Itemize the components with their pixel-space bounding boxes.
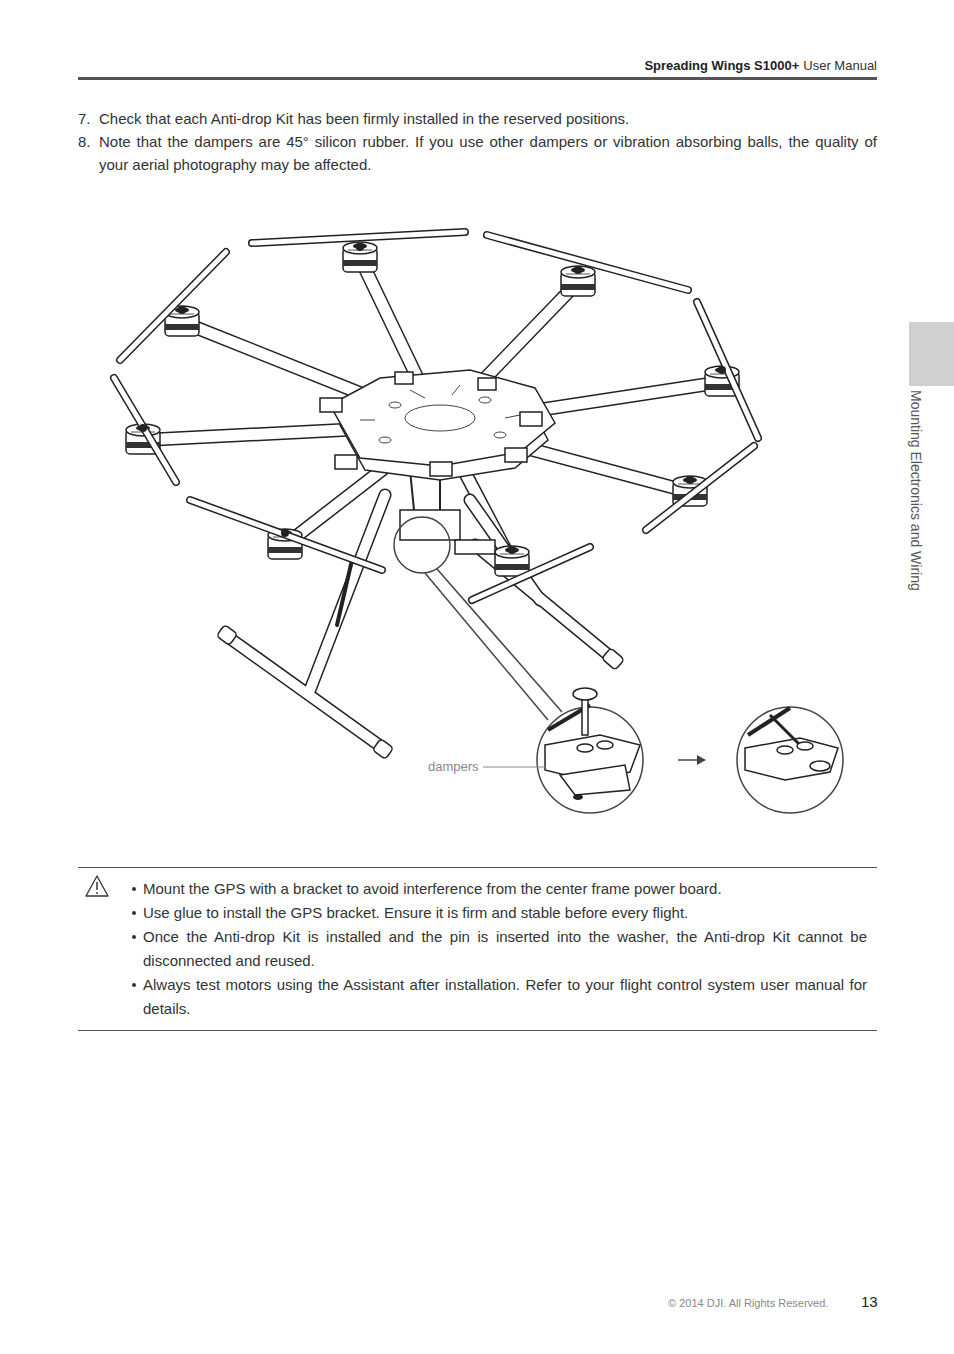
- manual-subtitle: User Manual: [803, 58, 877, 74]
- part-label: dampers: [428, 759, 479, 775]
- warning-note: Always test motors using the Assistant a…: [143, 973, 867, 1021]
- manual-title: Spreading Wings S1000+: [644, 58, 799, 74]
- warning-section: [78, 868, 877, 1031]
- page-number-box: 13: [861, 1293, 878, 1311]
- step-number-box: 7.: [78, 107, 100, 130]
- step-text-box: Note that the dampers are 45° silicon ru…: [99, 130, 877, 176]
- part-label-box: dampers: [428, 759, 479, 775]
- warning-note-box: Mount the GPS with a bracket to avoid in…: [143, 877, 867, 901]
- running-header: Spreading Wings S1000+User Manual: [644, 58, 877, 74]
- warning-note: Once the Anti-drop Kit is installed and …: [143, 925, 867, 973]
- copyright-box: © 2014 DJI. All Rights Reserved.: [668, 1296, 828, 1310]
- warning-note-box: Use glue to install the GPS bracket. Ens…: [143, 901, 867, 925]
- section-tab: [909, 322, 954, 386]
- warning-note-box: Once the Anti-drop Kit is installed and …: [143, 925, 867, 973]
- warning-note: Use glue to install the GPS bracket. Ens…: [143, 901, 867, 925]
- detail-before: [537, 688, 643, 813]
- step-number-box: 8.: [78, 130, 100, 153]
- warning-note-box: Always test motors using the Assistant a…: [143, 973, 867, 1021]
- center-frame: [320, 370, 555, 480]
- warning-note: Mount the GPS with a bracket to avoid in…: [143, 877, 867, 901]
- detail-arrow: [678, 755, 706, 765]
- step-text: Check that each Anti-drop Kit has been f…: [99, 107, 877, 130]
- step-text-box: Check that each Anti-drop Kit has been f…: [99, 107, 877, 130]
- step-number: 8.: [78, 130, 100, 153]
- step-text: Note that the dampers are 45° silicon ru…: [99, 130, 877, 176]
- section-tab-label-box: Mounting Electronics and Wiring: [796, 501, 954, 519]
- detail-callout: [394, 517, 562, 720]
- header-rule: [78, 77, 877, 80]
- page-number: 13: [861, 1293, 878, 1311]
- propellers: [114, 232, 758, 600]
- copyright: © 2014 DJI. All Rights Reserved.: [668, 1296, 828, 1310]
- leader-line: [483, 767, 545, 768]
- section-tab-label: Mounting Electronics and Wiring: [907, 390, 925, 630]
- step-number: 7.: [78, 107, 100, 130]
- detail-after: [737, 707, 843, 813]
